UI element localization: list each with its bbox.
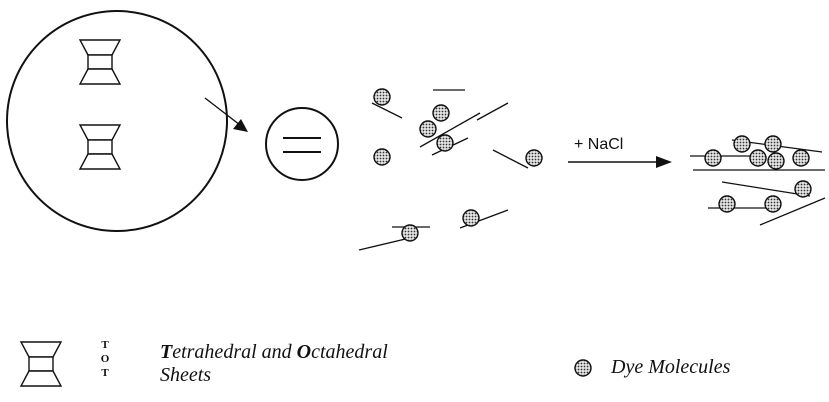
platelet-symbol-icon [266,108,338,180]
aggregated-platelets [690,136,825,225]
reaction-arrow-icon [568,156,672,168]
tot-letter-t1: T [99,338,111,352]
dye-legend-icon [575,360,591,376]
dye-molecule-icon [705,150,721,166]
tot-letter-o: O [99,352,111,366]
sheets-legend-label: Tetrahedral and Octahedral Sheets [160,341,388,387]
dye-molecule-icon [765,196,781,212]
dye-molecule-icon [433,105,449,121]
dye-molecule-icon [374,89,390,105]
sheets-text-1: etrahedral and [172,341,296,363]
dye-molecule-icon [526,150,542,166]
sheets-legend-line-2: Sheets [160,364,388,387]
platelet-line [493,150,528,168]
platelet-line [372,103,402,118]
dye-molecule-icon [437,135,453,151]
tot-letter-t2: T [99,366,111,380]
dye-molecule-icon [793,150,809,166]
dye-molecule-icon [719,196,735,212]
dye-molecule-icon [795,181,811,197]
dye-molecule-icon [750,150,766,166]
dye-molecule-icon [402,225,418,241]
sheets-legend-line-1: Tetrahedral and Octahedral [160,341,388,364]
tot-layer-bottom-icon [80,125,120,169]
sheets-initial-o: O [297,341,311,363]
dye-legend-label: Dye Molecules [611,356,730,379]
dye-molecule-icon [768,153,784,169]
tot-layer-top-icon [80,40,120,84]
sheets-text-2: ctahedral [311,341,388,363]
tot-legend-icon [21,342,61,386]
dye-molecule-icon [734,136,750,152]
platelet-line [477,103,508,120]
reaction-label: + NaCl [574,136,623,154]
dye-molecule-icon [463,210,479,226]
dye-molecule-icon [765,136,781,152]
sheets-initial-t: T [160,341,172,363]
tot-letters: T O T [99,338,111,380]
clay-particle-circle [7,11,227,231]
dye-molecule-icon [374,149,390,165]
dispersed-platelets [359,89,542,250]
dye-molecule-icon [420,121,436,137]
